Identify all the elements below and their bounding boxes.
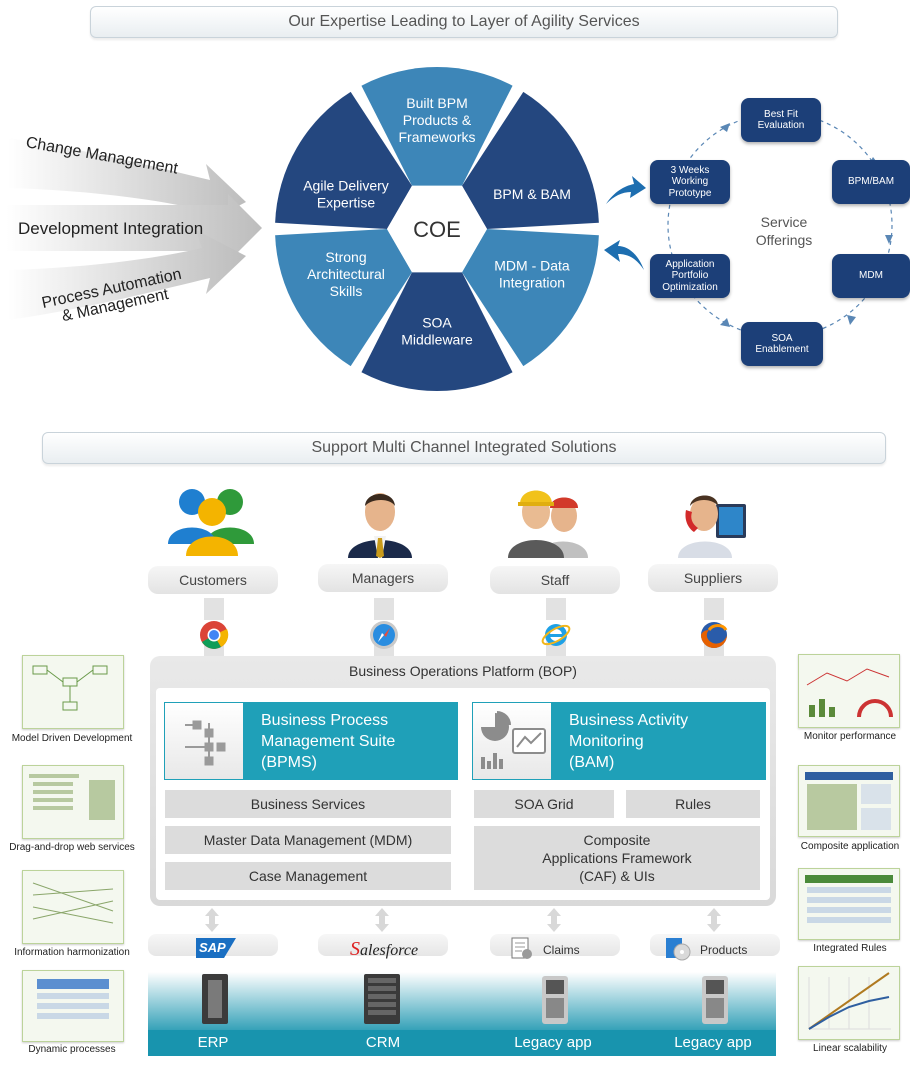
- sap-logo: SAP: [196, 938, 236, 958]
- staff-icon: [508, 490, 588, 558]
- case-management-box: Case Management: [165, 862, 451, 890]
- bam-card: Business Activity Monitoring (BAM): [472, 702, 766, 780]
- products-box-icon: [666, 938, 691, 961]
- suppliers-icon: [678, 495, 746, 558]
- safari-icon: [370, 621, 398, 649]
- coe-segment-agile: [275, 91, 412, 229]
- curved-arrow-in-icon: [604, 240, 644, 270]
- drag-and-drop-caption: Drag-and-drop web services: [9, 842, 135, 853]
- bam-icon-box: [473, 703, 551, 779]
- input-arrows: [6, 138, 262, 320]
- offering-arrows: [604, 176, 646, 270]
- legacy-server-icon-1: [542, 976, 568, 1024]
- composite-application-caption: Composite application: [800, 841, 900, 852]
- systems-footer-bar: [148, 1030, 776, 1056]
- persona-customers: Customers: [148, 566, 278, 594]
- salesforce-logo: Salesforce: [350, 938, 419, 960]
- soa-grid-box: SOA Grid: [474, 790, 614, 818]
- rules-box: Rules: [626, 790, 760, 818]
- drag-and-drop-thumbnail: [22, 765, 124, 839]
- persona-managers: Managers: [318, 564, 448, 592]
- mdm-box: Master Data Management (MDM): [165, 826, 451, 854]
- salesforce-pill: [318, 934, 448, 956]
- legacy-server-icon-2: [702, 976, 728, 1024]
- internet-explorer-icon: [541, 624, 571, 646]
- dynamic-processes-caption: Dynamic processes: [28, 1044, 116, 1055]
- claims-label: Claims: [543, 943, 580, 957]
- solutions-banner-title: Support Multi Channel Integrated Solutio…: [311, 439, 617, 456]
- dynamic-processes-thumbnail: [22, 970, 124, 1042]
- development-integration-arrow: [6, 194, 262, 262]
- linear-scalability-caption: Linear scalability: [813, 1043, 887, 1054]
- composite-application-thumbnail: [798, 765, 900, 837]
- offering-bpm-bam: BPM/BAM: [832, 160, 910, 204]
- expertise-banner-title: Our Expertise Leading to Layer of Agilit…: [288, 13, 640, 30]
- process-automation-arrow: [8, 230, 246, 320]
- linear-scalability-thumbnail: [798, 966, 900, 1040]
- monitor-performance-thumbnail: [798, 654, 900, 728]
- system-connectors: [205, 908, 721, 932]
- expertise-banner: Our Expertise Leading to Layer of Agilit…: [90, 6, 838, 38]
- chrome-icon: [200, 621, 229, 649]
- information-harmonization-caption: Information harmonization: [14, 947, 130, 958]
- coe-center-label: COE: [413, 217, 461, 242]
- service-offerings-label: Service Offerings: [755, 214, 813, 248]
- monitor-performance-caption: Monitor performance: [803, 731, 897, 742]
- systems-gradient: [148, 972, 776, 1032]
- erp-label: ERP: [197, 1034, 229, 1051]
- coe-label-bpm-bam: BPM & BAM: [493, 186, 571, 202]
- integrated-rules-caption: Integrated Rules: [813, 943, 887, 954]
- business-services-box: Business Services: [165, 790, 451, 818]
- persona-connectors: [204, 598, 724, 656]
- legacy-app-label-1: Legacy app: [514, 1034, 592, 1051]
- model-driven-development-thumbnail: [22, 655, 124, 729]
- customers-icon: [168, 489, 254, 556]
- coe-center-hexagon: [387, 185, 487, 273]
- information-harmonization-thumbnail: [22, 870, 124, 944]
- analytics-icon: [481, 711, 546, 769]
- coe-segment-soa: [361, 272, 513, 391]
- bpms-icon-box: [165, 703, 243, 779]
- coe-segment-built-bpm: [361, 67, 513, 186]
- legacy-app-label-2: Legacy app: [674, 1034, 752, 1051]
- bpms-title: Business Process Management Suite (BPMS): [261, 712, 396, 771]
- integrated-rules-thumbnail: [798, 868, 900, 940]
- process-flow-icon: [185, 720, 226, 766]
- claims-document-icon: [511, 937, 532, 959]
- crm-label: CRM: [365, 1034, 401, 1051]
- crm-server-icon: [364, 974, 400, 1024]
- bop-title: Business Operations Platform (BOP): [349, 663, 577, 679]
- managers-icon: [348, 493, 412, 558]
- persona-staff: Staff: [490, 566, 620, 594]
- offering-mdm: MDM: [832, 254, 910, 298]
- bam-title: Business Activity Monitoring (BAM): [569, 712, 689, 771]
- model-driven-development-caption: Model Driven Development: [11, 733, 133, 744]
- erp-server-icon: [202, 974, 228, 1024]
- coe-segment-mdm: [462, 229, 599, 367]
- persona-suppliers: Suppliers: [648, 564, 778, 592]
- coe-segment-architectural: [275, 229, 412, 367]
- curved-arrow-out-icon: [606, 176, 646, 204]
- caf-box: Composite Applications Framework (CAF) &…: [474, 826, 760, 890]
- products-label: Products: [700, 943, 748, 957]
- firefox-icon: [701, 622, 728, 648]
- solutions-banner: Support Multi Channel Integrated Solutio…: [42, 432, 886, 464]
- development-integration-label: Development Integration: [18, 219, 204, 238]
- bpms-card: Business Process Management Suite (BPMS): [164, 702, 458, 780]
- coe-segment-bpm-bam: [462, 91, 599, 229]
